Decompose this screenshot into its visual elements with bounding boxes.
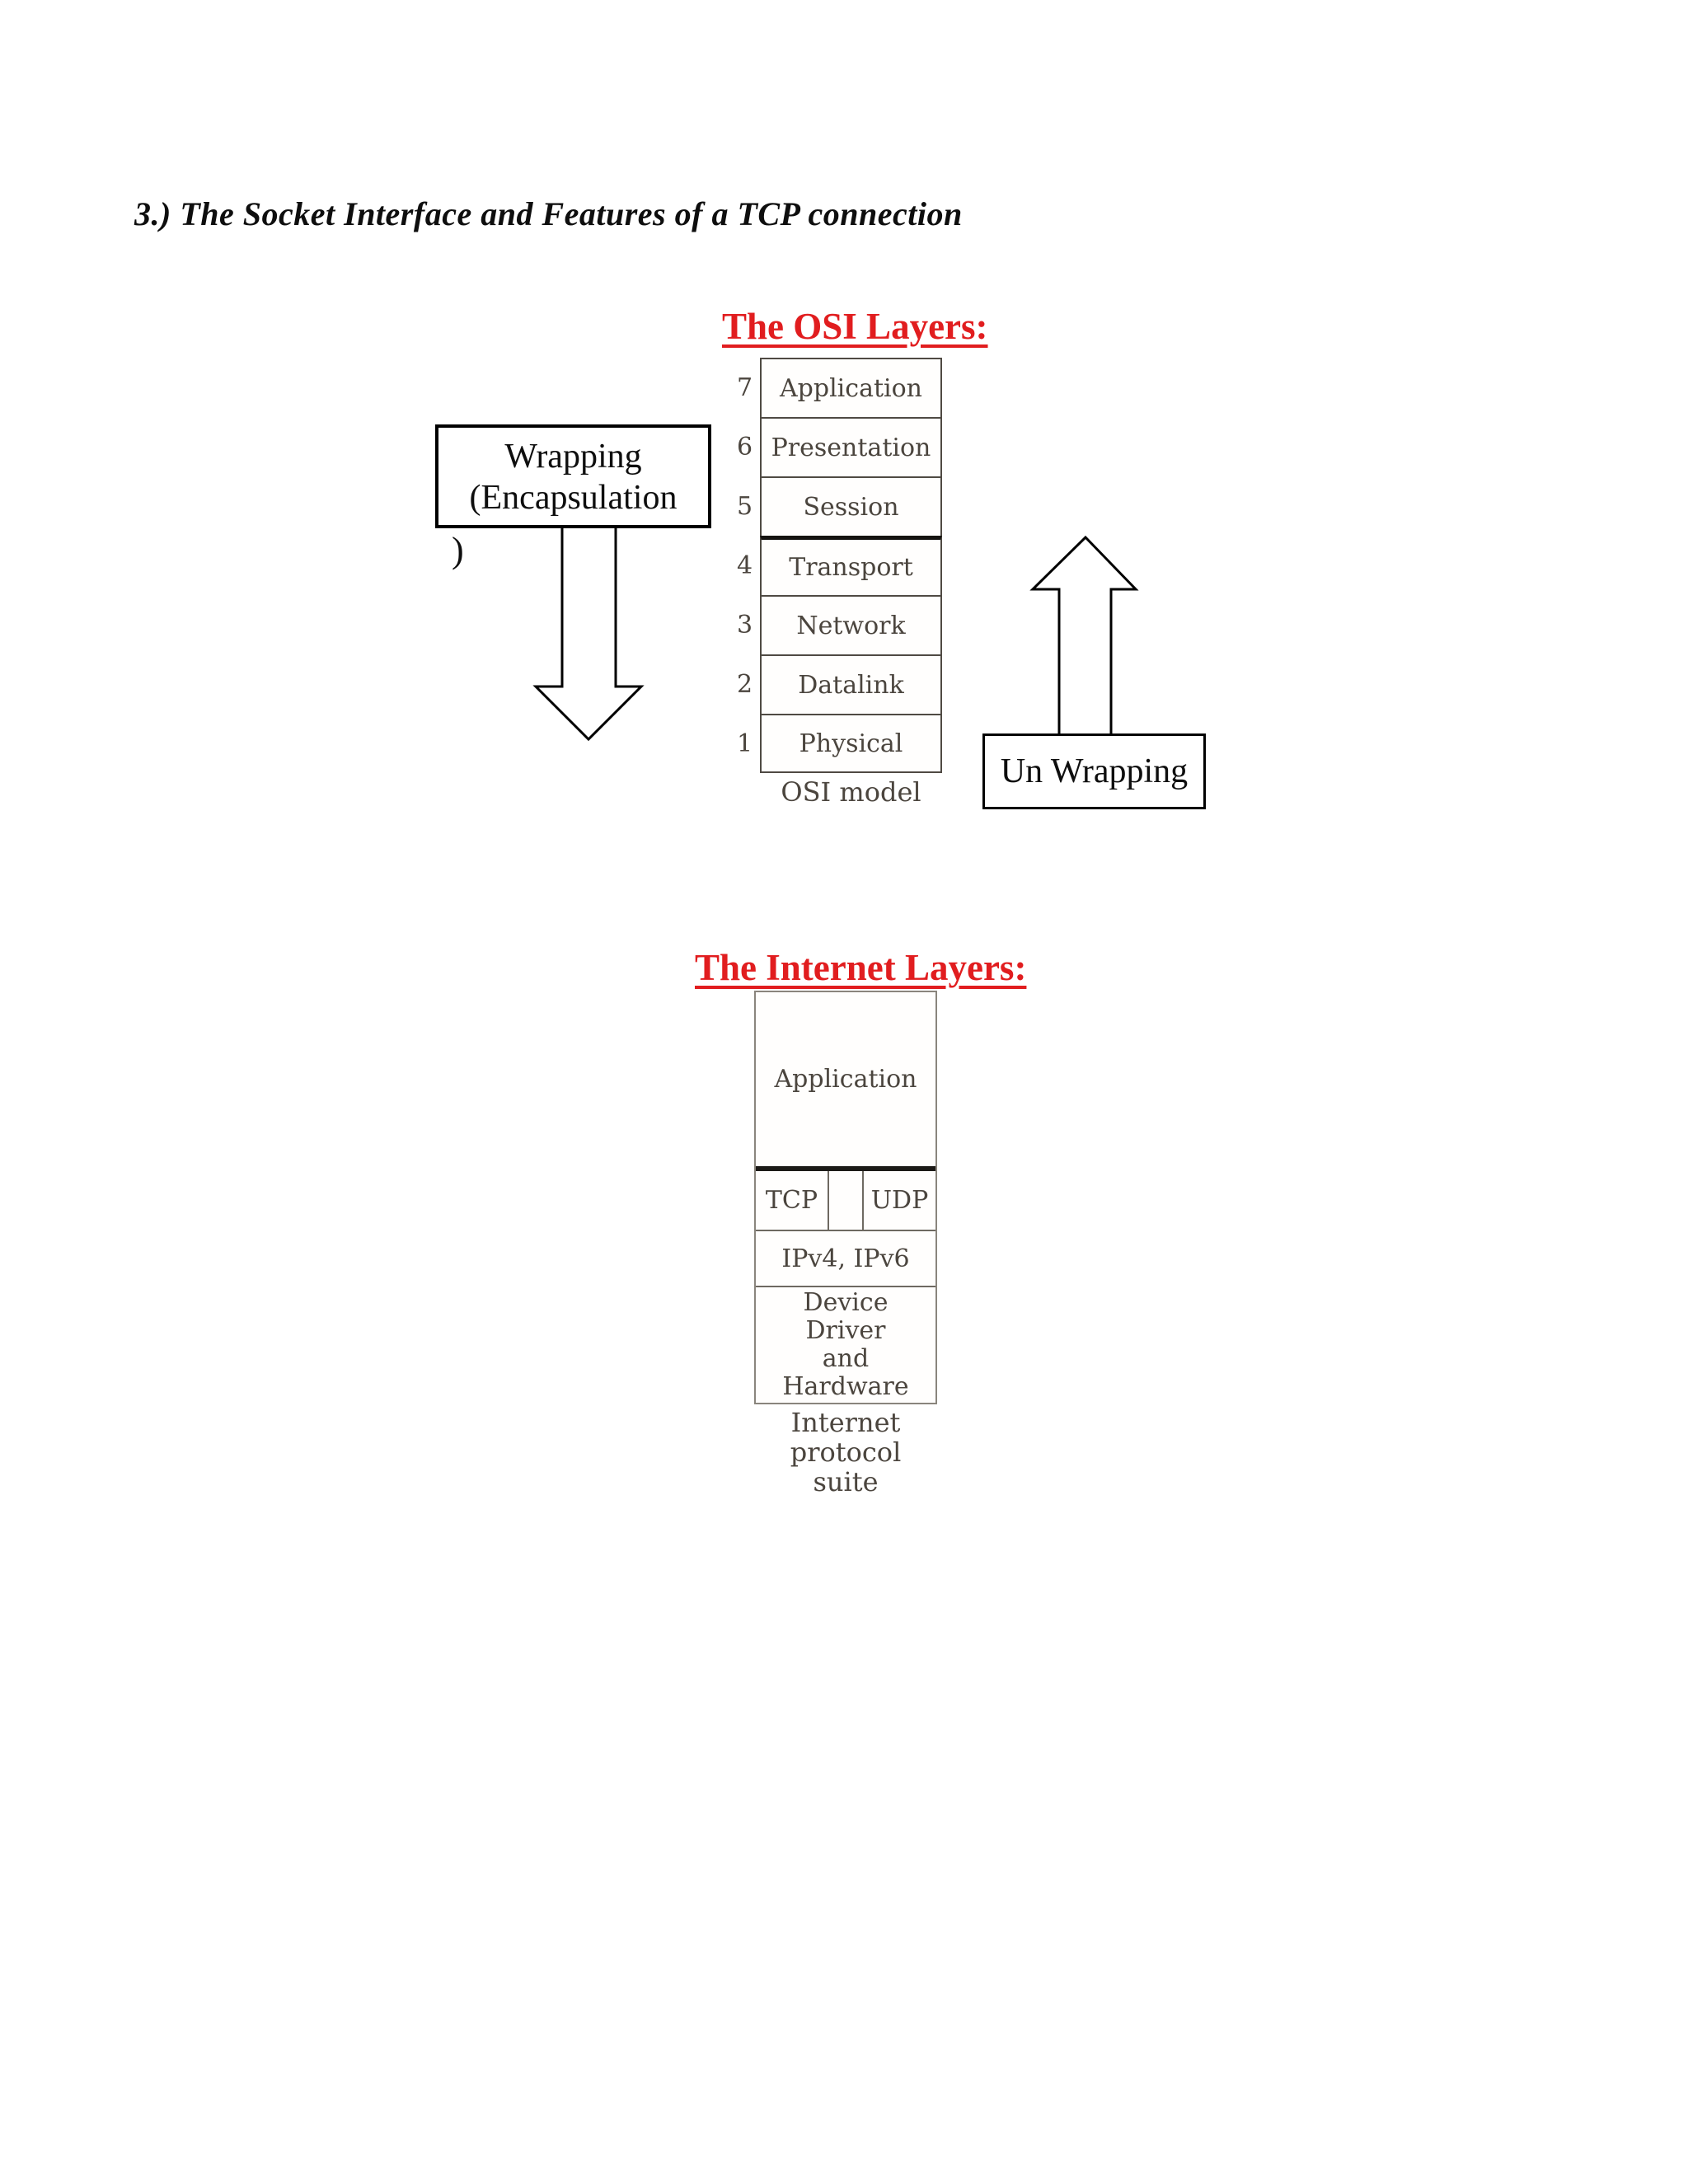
osi-layer-row: 6 Presentation xyxy=(729,417,942,476)
osi-layer-number: 6 xyxy=(736,432,753,462)
wrapping-label-overflow: ) xyxy=(452,530,464,570)
osi-layer-row: 7 Application xyxy=(729,358,942,417)
osi-layer-label: Application xyxy=(760,358,942,417)
osi-layer-row: 2 Datalink xyxy=(729,654,942,714)
device-line: Driver xyxy=(805,1316,886,1345)
osi-layers-heading: The OSI Layers: xyxy=(722,306,988,347)
caption-line: Internet protocol xyxy=(790,1407,902,1468)
osi-layer-row: 4 Transport xyxy=(729,536,942,595)
internet-suite-caption: Internet protocol suite xyxy=(734,1408,958,1497)
internet-tcp-cell: TCP xyxy=(756,1171,829,1230)
osi-layer-number: 4 xyxy=(736,551,753,580)
unwrapping-label: Un Wrapping xyxy=(1000,752,1189,790)
internet-transport-row: TCP UDP xyxy=(756,1171,935,1231)
device-line: Hardware xyxy=(782,1372,909,1401)
wrapping-encapsulation-box: Wrapping (Encapsulation xyxy=(435,424,711,528)
internet-device-cell: Device Driver and Hardware xyxy=(756,1287,935,1403)
internet-udp-cell: UDP xyxy=(870,1186,929,1215)
osi-layer-label: Presentation xyxy=(760,417,942,476)
internet-empty-cell xyxy=(829,1171,864,1230)
device-line: and xyxy=(822,1344,870,1373)
encapsulation-down-arrow xyxy=(532,523,645,742)
internet-ip-cell: IPv4, IPv6 xyxy=(756,1231,935,1287)
osi-layer-number: 3 xyxy=(736,610,753,640)
osi-layer-number: 2 xyxy=(736,669,753,699)
wrapping-label-line2: (Encapsulation xyxy=(469,479,678,517)
osi-layer-label: Network xyxy=(760,595,942,654)
osi-layer-label: Datalink xyxy=(760,654,942,714)
osi-model-caption: OSI model xyxy=(781,776,921,808)
osi-layer-number: 7 xyxy=(736,373,753,402)
osi-layer-number: 5 xyxy=(736,491,753,521)
osi-model-diagram: 7 Application 6 Presentation 5 Session 4… xyxy=(729,358,942,773)
osi-layer-label: Session xyxy=(760,476,942,536)
wrapping-label-line1: Wrapping xyxy=(504,438,642,476)
internet-application-cell: Application xyxy=(756,992,935,1171)
internet-layers-heading: The Internet Layers: xyxy=(695,947,1027,988)
osi-layer-row: 1 Physical xyxy=(729,714,942,773)
osi-layer-label: Physical xyxy=(760,714,942,773)
unwrap-up-arrow xyxy=(1029,535,1139,736)
caption-line: suite xyxy=(813,1466,879,1497)
page-title: 3.) The Socket Interface and Features of… xyxy=(134,195,963,232)
internet-protocol-suite-diagram: Application TCP UDP IPv4, IPv6 Device Dr… xyxy=(754,991,937,1404)
osi-layer-label: Transport xyxy=(760,536,942,595)
osi-layer-row: 3 Network xyxy=(729,595,942,654)
unwrapping-box: Un Wrapping xyxy=(982,733,1206,809)
osi-layer-number: 1 xyxy=(736,729,753,758)
device-line: Device xyxy=(803,1288,889,1317)
osi-layer-row: 5 Session xyxy=(729,476,942,536)
